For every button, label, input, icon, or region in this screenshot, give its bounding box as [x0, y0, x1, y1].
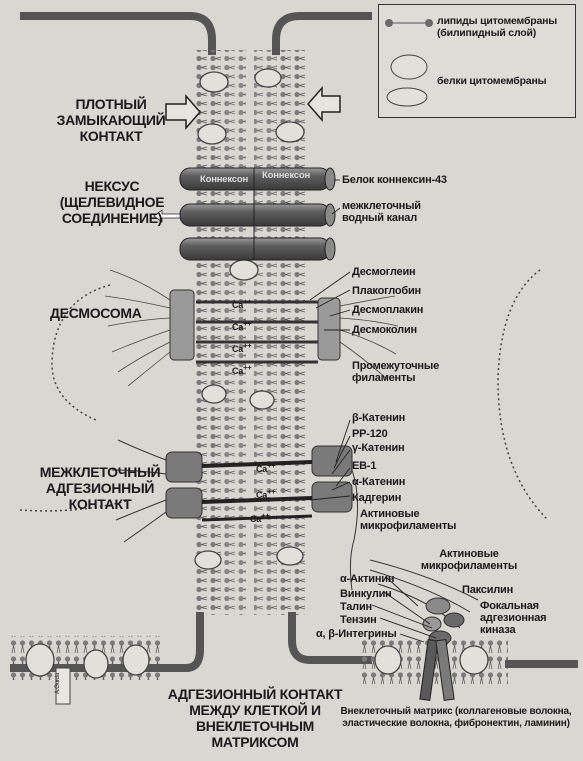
calcium-label: Ca++	[250, 510, 269, 525]
calcium-label: Ca++	[232, 296, 251, 311]
calcium-label: Ca++	[232, 318, 251, 333]
calcium-label: Ca++	[232, 362, 251, 377]
cell-outline-right	[498, 270, 548, 520]
tensin-label: Тензин	[340, 614, 377, 626]
channel-label: межклеточный водный канал	[342, 200, 440, 224]
tight-junction-title: ПЛОТНЫЙ ЗАМЫКАЮЩИЙ КОНТАКТ	[56, 96, 166, 144]
connexon-label-1: Коннексон	[200, 174, 248, 186]
legend-lipids: липиды цитомембраны (билипидный слой)	[437, 15, 571, 39]
desmosome-title: ДЕСМОСОМА	[50, 305, 142, 321]
gamma-catenin-label: γ-Катенин	[352, 442, 405, 454]
adherens-title: МЕЖКЛЕТОЧНЫЙ АДГЕЗИОННЫЙ КОНТАКТ	[30, 464, 170, 512]
signature: A.Gurda	[52, 673, 64, 694]
right-membrane-inner	[254, 50, 278, 615]
top-membrane-right	[276, 16, 372, 55]
nexus-title: НЕКСУС (ЩЕЛЕВИДНОЕ СОЕДИНЕНИЕ)	[52, 178, 172, 226]
vinculin-label: Винкулин	[340, 588, 392, 600]
extracellular-matrix-label: Внеклеточный матрикс (коллагеновые волок…	[336, 706, 576, 730]
integrins-label: α, β-Интегрины	[316, 628, 397, 640]
actin-microfilaments-label: Актиновые микрофиламенты	[360, 508, 470, 532]
desmoplakin-label: Десмоплакин	[352, 304, 423, 316]
intermediate-filaments-label: Промежуточные филаменты	[352, 360, 442, 384]
matrix-contact-title: АДГЕЗИОННЫЙ КОНТАКТ МЕЖДУ КЛЕТКОЙ И ВНЕК…	[164, 686, 346, 750]
calcium-label: Ca++	[232, 340, 251, 355]
cadherin-label: Кадгерин	[352, 492, 401, 504]
legend-proteins: белки цитомембраны	[437, 75, 546, 87]
tight-arrow-left	[166, 96, 200, 128]
connexin-label: Белок коннексин-43	[342, 174, 447, 186]
calcium-label: Ca++	[256, 486, 275, 501]
paxillin-label: Паксилин	[462, 584, 513, 596]
legend: липиды цитомембраны (билипидный слой) бе…	[378, 4, 576, 118]
desmoglein-label: Десмоглеин	[352, 266, 415, 278]
focal-kinase-label: Фокальная адгезионная киназа	[480, 600, 566, 636]
calcium-label: Ca++	[256, 460, 275, 475]
desmocollin-label: Десмоколин	[352, 324, 417, 336]
matrix-actin-label: Актиновые микрофиламенты	[410, 548, 528, 572]
alpha-actinin-label: α-Актинин	[340, 573, 394, 585]
beta-catenin-label: β-Катенин	[352, 412, 405, 424]
tight-arrow-right	[308, 88, 340, 120]
alpha-catenin-label: α-Катенин	[352, 476, 405, 488]
plakoglobin-label: Плакоглобин	[352, 285, 421, 297]
lipid-head-icon	[385, 19, 393, 27]
pp120-label: PP-120	[352, 428, 388, 440]
eb1-label: EB-1	[352, 460, 376, 472]
connexon-label-2: Коннексон	[262, 170, 310, 182]
top-membrane-left	[20, 16, 212, 55]
talin-label: Талин	[340, 601, 372, 613]
